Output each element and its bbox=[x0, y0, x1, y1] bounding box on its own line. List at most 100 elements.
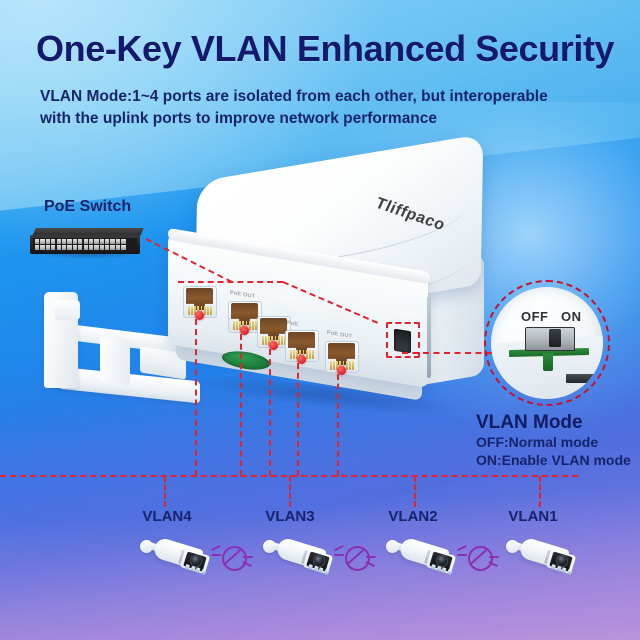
switch-port bbox=[72, 245, 78, 250]
rj45-pin bbox=[274, 336, 277, 345]
dashed-port-drop bbox=[195, 319, 197, 476]
vlan-mode-heading: VLAN Mode bbox=[476, 412, 583, 433]
switch-port bbox=[121, 245, 126, 250]
rj45-pin bbox=[194, 306, 197, 315]
rj45-pin bbox=[203, 306, 206, 315]
switch-shadow bbox=[36, 254, 140, 259]
vlan-switch-callout: OFF ON bbox=[484, 280, 610, 406]
poe-switch-label: PoE Switch bbox=[44, 198, 132, 215]
rj45-pin bbox=[308, 350, 311, 359]
rj45-pin bbox=[293, 350, 296, 359]
rj45-port[interactable] bbox=[285, 330, 319, 362]
switch-port-row bbox=[35, 239, 135, 244]
subtitle-line-2: with the uplink ports to improve network… bbox=[40, 110, 438, 128]
rj45-pin bbox=[233, 321, 235, 330]
rj45-gold-pins bbox=[290, 350, 314, 359]
rj45-pin bbox=[302, 350, 305, 359]
isolation-mark-left bbox=[210, 544, 222, 552]
switch-port bbox=[115, 245, 121, 250]
rj45-pin bbox=[280, 336, 283, 345]
rj45-pin bbox=[239, 321, 242, 330]
rj45-port[interactable] bbox=[183, 286, 217, 318]
camera-led bbox=[446, 568, 453, 575]
rj45-pin bbox=[197, 306, 200, 315]
vlan-mode-off-desc: OFF:Normal mode bbox=[476, 434, 599, 450]
dip-switch-highlight-box bbox=[386, 322, 420, 358]
prohibition-circle bbox=[345, 546, 370, 571]
dashed-camera-branch bbox=[414, 476, 416, 507]
isolation-mark-left bbox=[457, 554, 467, 557]
switch-port bbox=[110, 245, 115, 250]
rj45-pin bbox=[251, 321, 254, 330]
isolation-mark-left bbox=[334, 554, 344, 557]
port-marker-dot bbox=[337, 366, 346, 375]
camera-led bbox=[323, 568, 330, 575]
switch-port bbox=[56, 245, 61, 250]
rj45-pin bbox=[352, 361, 354, 370]
bracket-clamp bbox=[44, 292, 80, 388]
prohibition-circle bbox=[222, 546, 247, 571]
rj45-pin bbox=[296, 350, 299, 359]
rj45-pin bbox=[262, 336, 264, 345]
switch-port bbox=[72, 239, 78, 244]
dashed-port-drop bbox=[337, 374, 339, 476]
ip-camera bbox=[384, 534, 460, 580]
switch-port bbox=[40, 239, 45, 244]
dashed-camera-branch bbox=[539, 476, 541, 507]
switch-port bbox=[83, 245, 88, 250]
no-connection-icon bbox=[456, 540, 500, 574]
ip-camera bbox=[504, 534, 580, 580]
rj45-gold-pins bbox=[233, 321, 257, 330]
port-marker-dot bbox=[195, 311, 204, 320]
port-marker-dot bbox=[269, 341, 278, 350]
rj45-pin bbox=[236, 321, 239, 330]
switch-port bbox=[61, 239, 67, 244]
switch-port bbox=[99, 239, 104, 244]
device-panel-gap bbox=[427, 295, 431, 379]
rj45-pin bbox=[336, 361, 339, 370]
rj45-pin bbox=[290, 350, 292, 359]
rj45-pin bbox=[312, 350, 314, 359]
rj45-gold-pins bbox=[330, 361, 354, 370]
isolation-mark-left bbox=[456, 544, 468, 552]
switch-port bbox=[99, 245, 104, 250]
rj45-gold-pins bbox=[188, 306, 212, 315]
rj45-pin bbox=[305, 350, 308, 359]
switch-port bbox=[67, 245, 72, 250]
switch-port bbox=[94, 245, 99, 250]
switch-port bbox=[56, 239, 61, 244]
bracket-hook bbox=[54, 300, 80, 320]
dashed-port-drop bbox=[269, 349, 271, 476]
switch-port bbox=[88, 245, 94, 250]
rj45-pin bbox=[268, 336, 271, 345]
rj45-pin bbox=[245, 321, 248, 330]
rj45-pin bbox=[348, 361, 351, 370]
wall-mount-bracket bbox=[44, 292, 214, 412]
switch-port bbox=[67, 239, 72, 244]
rj45-pin bbox=[265, 336, 268, 345]
switch-port bbox=[115, 239, 121, 244]
rj45-pin bbox=[330, 361, 332, 370]
rj45-port[interactable] bbox=[325, 341, 359, 373]
page-title: One-Key VLAN Enhanced Security bbox=[36, 28, 615, 69]
rj45-pin bbox=[242, 321, 245, 330]
vlan-group-label: VLAN2 bbox=[388, 508, 438, 525]
dashed-port-drop bbox=[297, 363, 299, 476]
switch-port bbox=[83, 239, 88, 244]
switch-port bbox=[94, 239, 99, 244]
rj45-pin bbox=[339, 361, 342, 370]
rj45-port[interactable] bbox=[257, 316, 291, 348]
vlan-group-label: VLAN4 bbox=[142, 508, 192, 525]
switch-port bbox=[78, 245, 83, 250]
isolation-mark-left bbox=[211, 554, 221, 557]
rj45-pin bbox=[248, 321, 251, 330]
rj45-pin bbox=[333, 361, 336, 370]
switch-port bbox=[110, 239, 115, 244]
switch-body bbox=[30, 235, 140, 254]
rj45-pin bbox=[345, 361, 348, 370]
rj45-pin bbox=[200, 306, 203, 315]
port-marker-dot bbox=[240, 326, 249, 335]
camera-led bbox=[550, 564, 557, 570]
switch-port bbox=[45, 239, 51, 244]
